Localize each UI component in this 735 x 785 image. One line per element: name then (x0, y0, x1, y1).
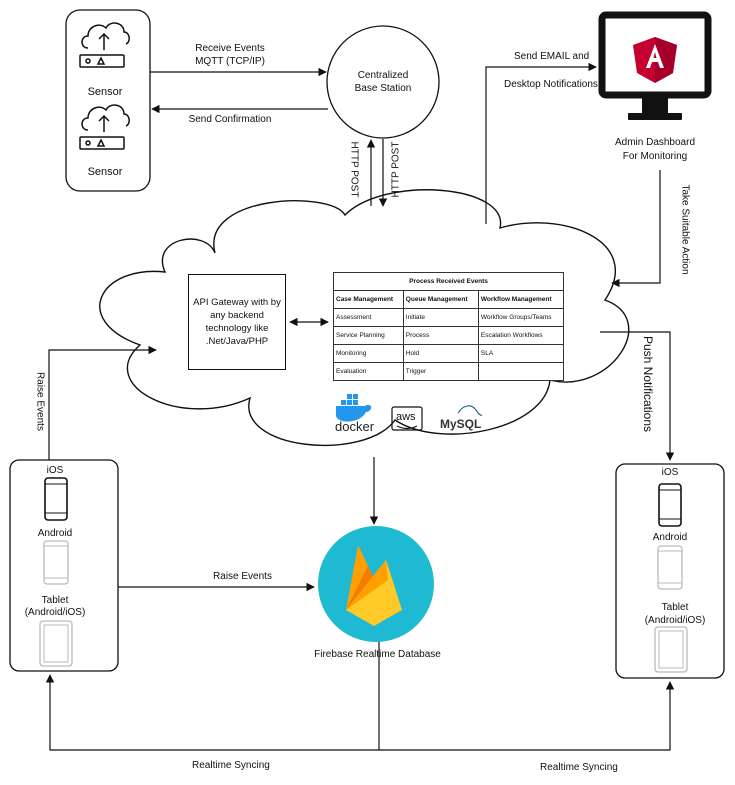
table-row: Assessment Initiate Workflow Groups/Team… (333, 308, 565, 327)
firebase-flame-icon (346, 545, 402, 626)
mysql-logo-text: MySQL (440, 417, 482, 431)
table-row: Monitoring Hold SLA (333, 344, 565, 363)
ios-label: iOS (661, 467, 679, 478)
api-gateway-line: technology like (205, 323, 269, 334)
arrow-send-email (485, 62, 597, 224)
mysql-dolphin-icon (457, 405, 483, 416)
android-label: Android (37, 528, 73, 539)
table-cell: Workflow Groups/Teams (477, 308, 565, 327)
desktop-notifications-label: Desktop Notifications (504, 79, 598, 90)
sensor-label: Sensor (87, 86, 123, 98)
docker-logo-text: docker (335, 419, 375, 434)
table-cell: Process (402, 326, 479, 345)
docker-logo-icon (336, 394, 372, 422)
arrow-raise-events-left (48, 345, 157, 460)
arrow-push-notifications (600, 331, 675, 461)
iphone-icon (658, 483, 682, 527)
device-group-right (615, 463, 725, 679)
base-station-subtitle: Base Station (354, 83, 412, 94)
receive-events-label: Receive Events (195, 43, 265, 54)
http-post-label-left: HTTP POST (348, 141, 360, 198)
android-phone-icon (43, 540, 69, 585)
tablet-label: Tablet (661, 602, 689, 613)
realtime-sync-label-left: Realtime Syncing (192, 760, 270, 771)
table-cell: Service Planning (333, 326, 404, 345)
take-action-label: Take Suitable Action (679, 184, 691, 275)
table-cell: Hold (402, 344, 479, 363)
realtime-sync-label-right: Realtime Syncing (540, 762, 618, 773)
tablet-os-label: (Android/iOS) (644, 615, 706, 626)
api-gateway-line: any backend (210, 310, 264, 321)
angular-logo-icon (633, 37, 677, 83)
process-events-table: Process Received Events Case Management … (333, 272, 565, 381)
api-gateway-box: API Gateway with by any backend technolo… (188, 274, 286, 370)
raise-events-label: Raise Events (213, 571, 272, 582)
send-email-label: Send EMAIL and (514, 51, 590, 62)
android-phone-icon (657, 545, 683, 590)
sensor-device-icon (79, 104, 130, 150)
base-station-node (326, 25, 440, 139)
iphone-icon (44, 477, 68, 521)
arrow-realtime-sync-left (45, 642, 380, 751)
table-cell: Monitoring (333, 344, 404, 363)
api-gateway-line: API Gateway with by (193, 297, 281, 308)
tablet-icon (39, 620, 73, 667)
firebase-label: Firebase Realtime Database (314, 649, 441, 660)
http-post-label-right: HTTP POST (390, 141, 402, 198)
send-confirmation-label: Send Confirmation (188, 114, 272, 125)
table-cell: Initiate (402, 308, 479, 327)
android-label: Android (652, 532, 688, 543)
sensor-label: Sensor (87, 166, 123, 178)
table-row: Evaluation Trigger (333, 362, 565, 381)
admin-dashboard-sub-label: For Monitoring (622, 151, 688, 162)
mqtt-label: MQTT (TCP/IP) (195, 56, 265, 67)
device-group-left (9, 459, 119, 672)
table-row: Service Planning Process Escalation Work… (333, 326, 565, 345)
table-header: Case Management (333, 290, 404, 309)
admin-dashboard-label: Admin Dashboard (614, 137, 696, 148)
base-station-title: Centralized (357, 70, 409, 81)
table-cell: Escalation Workflows (477, 326, 565, 345)
table-cell: Evaluation (333, 362, 404, 381)
api-gateway-line: .Net/Java/PHP (205, 336, 269, 347)
push-notifications-label: Push Notifications (641, 335, 655, 433)
table-header: Queue Management (402, 290, 479, 309)
table-cell: SLA (477, 344, 565, 363)
aws-logo-text: aws (396, 411, 416, 423)
arrow-take-action (611, 170, 661, 288)
ios-label: iOS (46, 465, 64, 476)
table-cell: Trigger (402, 362, 479, 381)
aws-logo-icon (391, 406, 423, 431)
tablet-label: Tablet (41, 595, 69, 606)
table-cell: Assessment (333, 308, 404, 327)
raise-events-label-vertical: Raise Events (34, 372, 46, 431)
table-header: Workflow Management (477, 290, 565, 309)
process-table-title: Process Received Events (333, 272, 564, 291)
tablet-icon (654, 626, 688, 673)
table-cell (477, 362, 565, 381)
tablet-os-label: (Android/iOS) (24, 607, 86, 618)
arrow-realtime-sync-right (379, 681, 675, 751)
sensor-device-icon (79, 22, 130, 68)
